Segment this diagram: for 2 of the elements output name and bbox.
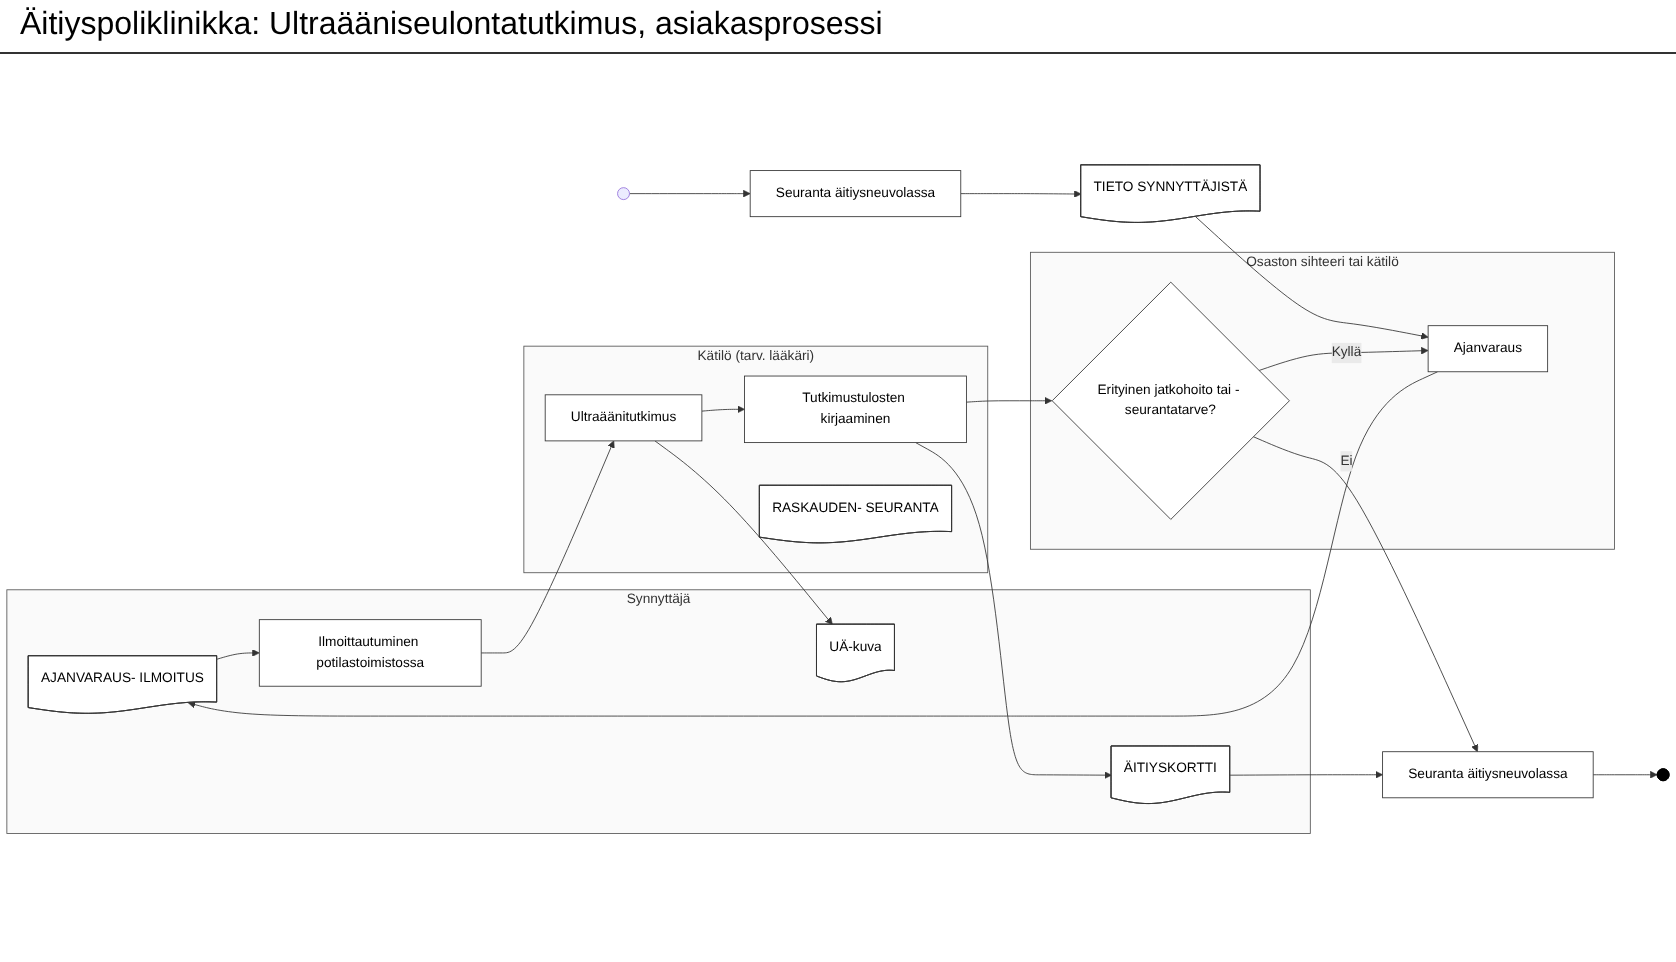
node-circle — [617, 187, 630, 200]
diagram-title: Äitiyspoliklinikka: Ultraääniseulontatutkimus, asiakasprosessi — [0, 0, 1676, 54]
